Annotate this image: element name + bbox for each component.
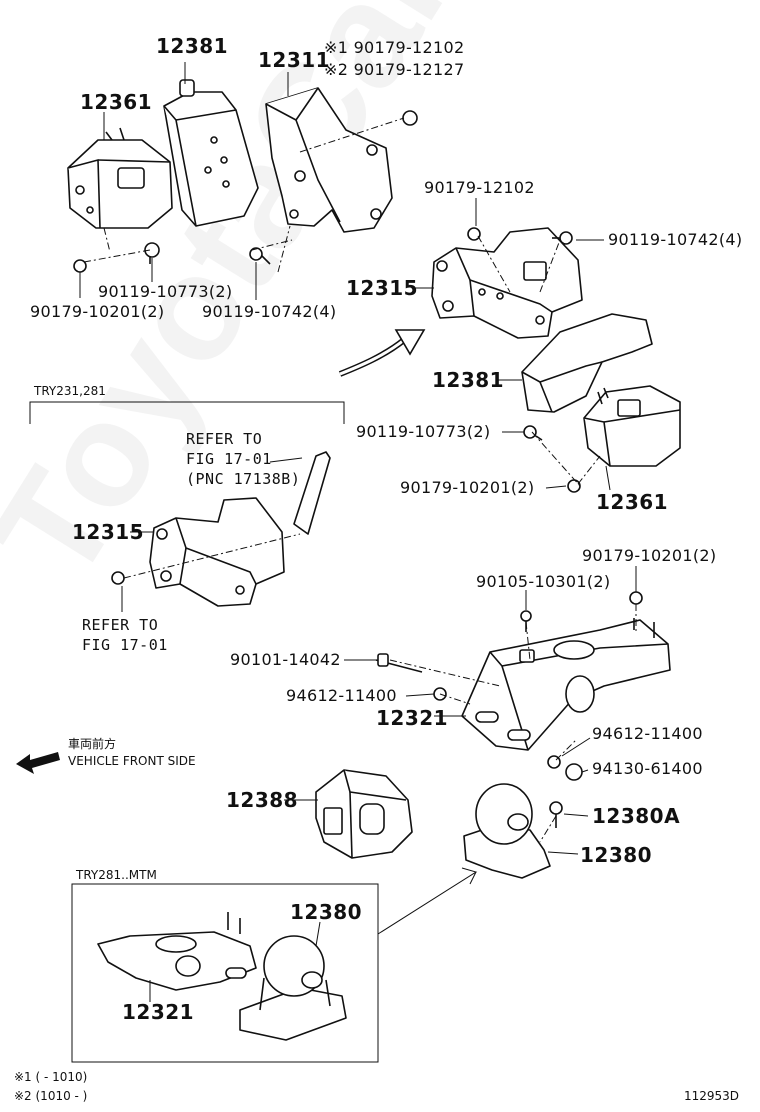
bracket-12315-sub bbox=[111, 451, 331, 607]
label-90179-10201-mid: 90179-10201(2) bbox=[400, 478, 535, 497]
bracket-12315-main bbox=[431, 227, 583, 339]
label-90119-10773-top: 90119-10773(2) bbox=[98, 282, 233, 301]
section-label-try231: TRY231,281 bbox=[34, 384, 106, 398]
bracket-12311 bbox=[265, 87, 393, 233]
section-label-try281: TRY281..MTM bbox=[76, 868, 157, 882]
label-12321-inset: 12321 bbox=[122, 1000, 195, 1024]
vehicle-front-en: VEHICLE FRONT SIDE bbox=[68, 754, 196, 768]
label-12311: 12311 bbox=[258, 48, 331, 72]
label-94612-11400-left: 94612-11400 bbox=[286, 686, 397, 705]
inset-parts bbox=[97, 912, 347, 1041]
label-90119-10742-right: 90119-10742(4) bbox=[608, 230, 743, 249]
label-90179-12102: 90179-12102 bbox=[424, 178, 535, 197]
label-90179-10201-low: 90179-10201(2) bbox=[582, 546, 717, 565]
label-90119-10773-mid: 90119-10773(2) bbox=[356, 422, 491, 441]
label-12381-mid: 12381 bbox=[432, 368, 505, 392]
bracket-12321 bbox=[375, 591, 671, 781]
label-12315-sub: 12315 bbox=[72, 520, 145, 544]
label-12361-top: 12361 bbox=[80, 90, 153, 114]
label-12380-inset: 12380 bbox=[290, 900, 363, 924]
label-12381-top: 12381 bbox=[156, 34, 229, 58]
pnc-label: (PNC 17138B) bbox=[186, 470, 301, 488]
label-12315-main: 12315 bbox=[346, 276, 419, 300]
bracket-12381-top bbox=[163, 79, 259, 227]
vehicle-front-arrow-icon bbox=[16, 752, 60, 774]
label-12321: 12321 bbox=[376, 706, 449, 730]
label-94612-11400-right: 94612-11400 bbox=[592, 724, 703, 743]
label-94130-61400: 94130-61400 bbox=[592, 759, 703, 778]
fig-label-1: FIG 17-01 bbox=[186, 450, 272, 468]
vehicle-front-jp: 車両前方 bbox=[68, 737, 117, 751]
label-90101-14042: 90101-14042 bbox=[230, 650, 341, 669]
refer-to-label-2: REFER TO bbox=[82, 616, 159, 634]
footnote-2: ※2 (1010 - ) bbox=[14, 1089, 88, 1103]
label-12380A: 12380A bbox=[592, 804, 681, 828]
bracket-12381-mid bbox=[521, 313, 653, 413]
fig-label-2: FIG 17-01 bbox=[82, 636, 168, 654]
part-12388 bbox=[315, 769, 413, 859]
label-12380: 12380 bbox=[580, 843, 653, 867]
note-label-1: ※1 90179-12102 bbox=[324, 38, 465, 57]
diagram-id: 112953D bbox=[684, 1089, 740, 1103]
label-90179-10201-top: 90179-10201(2) bbox=[30, 302, 165, 321]
mount-12361-top bbox=[67, 127, 173, 229]
direction-arrow-upper bbox=[338, 329, 426, 377]
label-12361-mid: 12361 bbox=[596, 490, 669, 514]
label-12388: 12388 bbox=[226, 788, 299, 812]
footnote-1: ※1 ( - 1010) bbox=[14, 1070, 88, 1084]
label-90105-10301: 90105-10301(2) bbox=[476, 572, 611, 591]
label-90119-10742-left: 90119-10742(4) bbox=[202, 302, 337, 321]
refer-to-label-1: REFER TO bbox=[186, 430, 263, 448]
mount-12380 bbox=[463, 783, 563, 879]
mount-12361-mid bbox=[583, 385, 681, 467]
bolts-top-left bbox=[73, 110, 418, 273]
note-label-2: ※2 90179-12127 bbox=[324, 60, 465, 79]
